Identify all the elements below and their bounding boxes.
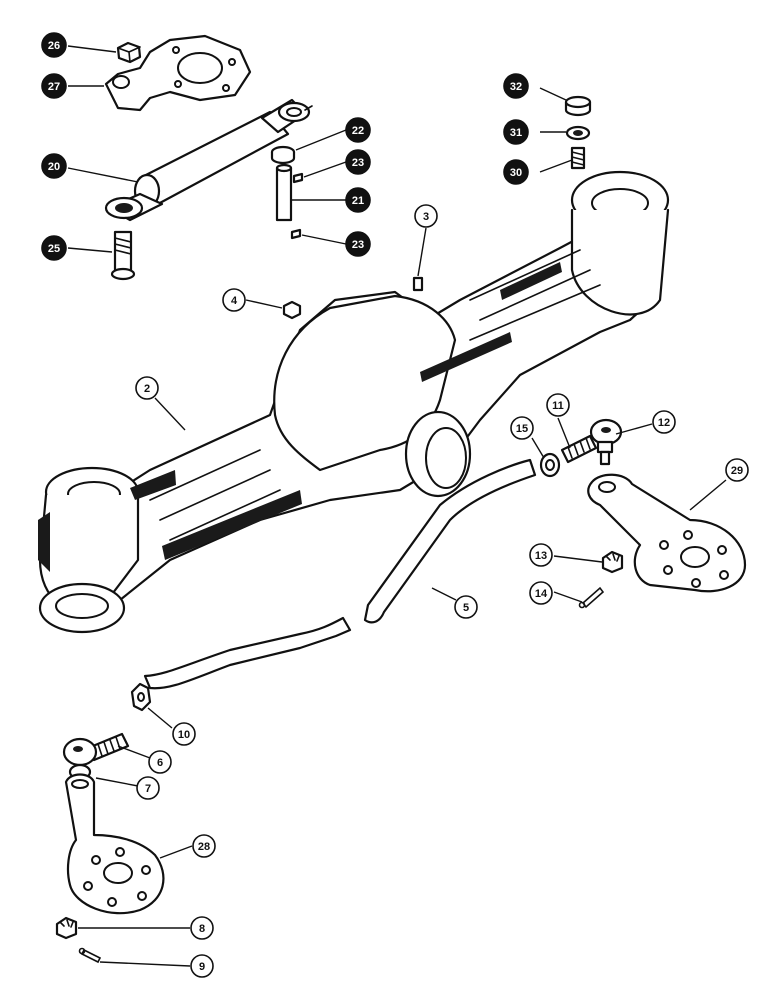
svg-text:10: 10 [178,729,190,741]
part-5-tie-rod-tube [143,458,537,690]
part-31-seal [565,125,591,141]
svg-text:30: 30 [510,167,522,179]
svg-text:13: 13 [535,550,547,562]
part-15-nut [539,452,561,478]
callout-29: 29 [725,458,749,482]
callout-23a: 23 [345,149,371,175]
svg-text:23: 23 [352,239,364,251]
svg-text:29: 29 [731,465,743,477]
svg-text:9: 9 [199,961,205,973]
svg-text:32: 32 [510,81,522,93]
part-29-steering-arm-right [587,473,747,593]
svg-text:22: 22 [352,125,364,137]
part-8-castle-nut [55,916,78,940]
svg-text:4: 4 [231,295,238,307]
callout-28: 28 [192,834,216,858]
part-14-cotter-pin [578,586,605,609]
callout-30: 30 [503,159,529,185]
callout-12: 12 [652,410,676,434]
callout-10: 10 [172,722,196,746]
callout-25: 25 [41,235,67,261]
callout-15: 15 [510,416,534,440]
svg-text:11: 11 [552,400,564,412]
part-32-cap [564,95,592,117]
svg-text:2: 2 [144,383,150,395]
part-23-roll-pin-lower [290,228,302,240]
callout-26: 26 [41,32,67,58]
svg-text:25: 25 [48,243,60,255]
svg-text:26: 26 [48,40,60,52]
svg-text:12: 12 [658,417,670,429]
part-26-nut [116,41,142,64]
part-21-pin [275,163,293,222]
svg-text:15: 15 [516,423,528,435]
callout-22: 22 [345,117,371,143]
svg-text:6: 6 [157,757,163,769]
part-20-steering-cylinder [104,98,313,222]
callout-13: 13 [529,543,553,567]
callout-20: 20 [41,153,67,179]
callout-14: 14 [529,581,553,605]
svg-text:20: 20 [48,161,60,173]
svg-text:28: 28 [198,841,210,853]
part-28-steering-arm-left [64,773,165,915]
part-2-axle-housing [38,170,670,634]
svg-text:5: 5 [463,602,469,614]
callout-6: 6 [148,750,172,774]
callout-2: 2 [135,376,159,400]
svg-text:31: 31 [510,127,522,139]
callout-4: 4 [222,288,246,312]
svg-text:21: 21 [352,195,364,207]
part-23-roll-pin-upper [292,172,304,184]
callout-31: 31 [503,119,529,145]
svg-text:27: 27 [48,81,60,93]
svg-text:7: 7 [145,783,151,795]
part-12-tie-rod-end [589,418,623,466]
part-9-cotter-pin [78,947,102,964]
part-10-jam-nut [130,682,152,712]
svg-text:14: 14 [535,588,548,600]
svg-text:8: 8 [199,923,205,935]
callout-9: 9 [190,954,214,978]
part-13-castle-nut [601,550,624,574]
part-25-bolt [110,230,136,281]
callout-32: 32 [503,73,529,99]
callout-3: 3 [414,204,438,228]
part-27-bracket [104,34,252,112]
callout-7: 7 [136,776,160,800]
callout-5: 5 [454,595,478,619]
part-30-stud [570,146,586,170]
callout-11: 11 [546,393,570,417]
callout-8: 8 [190,916,214,940]
svg-text:23: 23 [352,157,364,169]
callout-23b: 23 [345,231,371,257]
callout-21: 21 [345,187,371,213]
callout-27: 27 [41,73,67,99]
part-11-tie-rod-end-thread [560,434,598,464]
part-22-bushing [270,145,296,165]
svg-text:3: 3 [423,211,429,223]
leader-lines [67,45,727,967]
